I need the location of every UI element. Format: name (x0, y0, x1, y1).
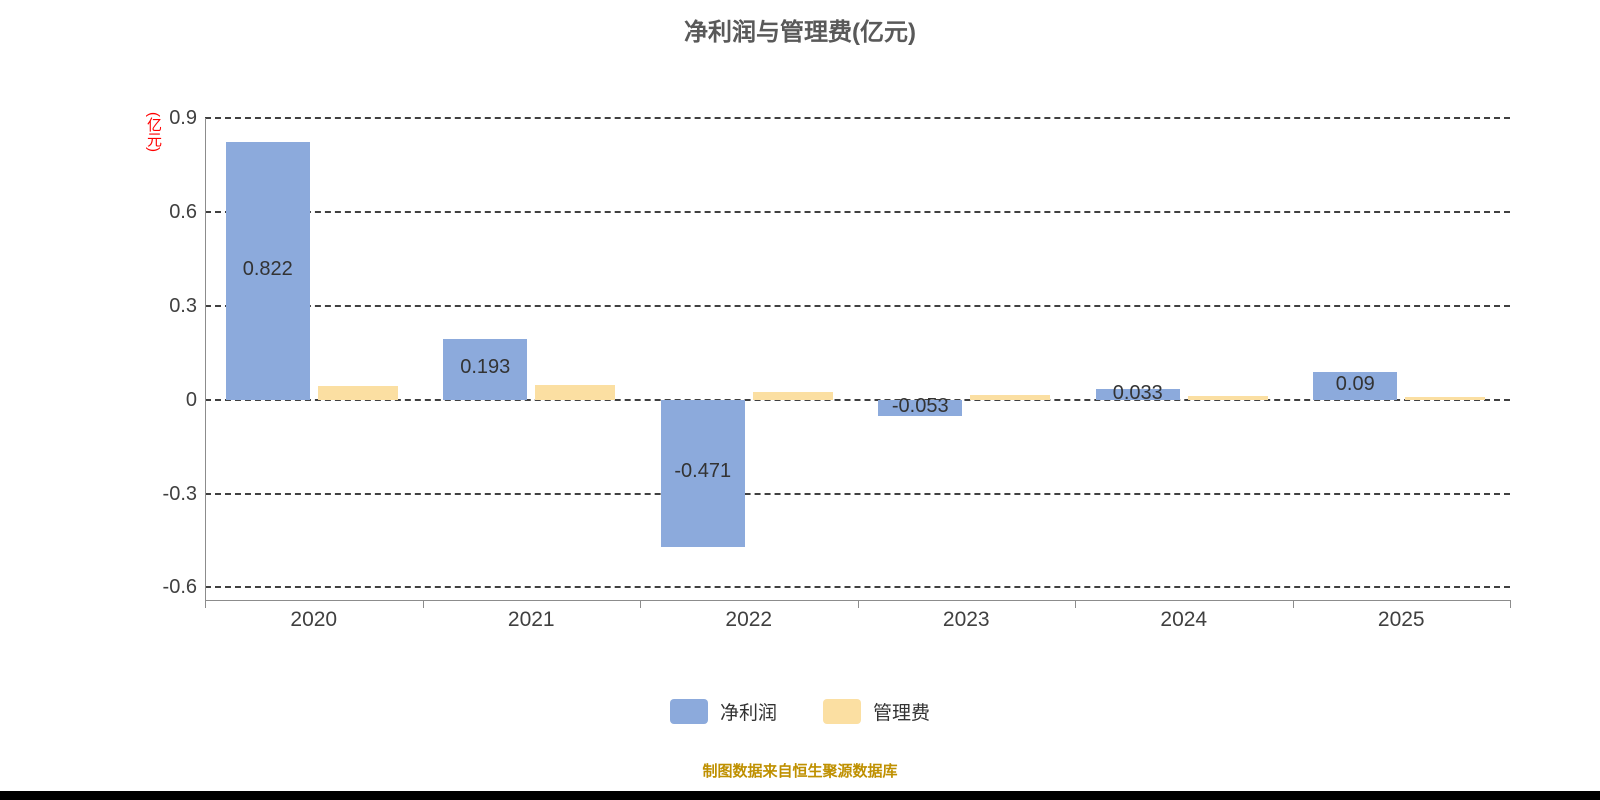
gridline (205, 304, 1510, 307)
x-axis-label: 2024 (1160, 608, 1208, 631)
x-axis-label: 2021 (507, 608, 555, 631)
x-axis-label: 2023 (942, 608, 990, 631)
y-axis-unit-label: (亿元) (145, 112, 162, 152)
legend-swatch-net-profit (669, 699, 708, 724)
y-tick-label: -0.3 (162, 482, 197, 505)
y-tick-label: 0 (185, 388, 197, 411)
x-axis-label: 2020 (290, 608, 338, 631)
x-axis-tick (422, 600, 424, 608)
gridline (205, 398, 1510, 401)
source-note: 制图数据来自恒生聚源数据库 (702, 763, 898, 780)
legend-label: 净利润 (719, 703, 777, 724)
bar-net-profit (878, 399, 963, 417)
bar-management-fee (317, 385, 398, 400)
bar-management-fee (535, 384, 616, 400)
bar-net-profit (1313, 371, 1398, 400)
bar-net-profit (660, 399, 745, 548)
legend-label: 管理费 (873, 703, 931, 724)
gridline (205, 492, 1510, 495)
bar-value-label: -0.471 (674, 460, 732, 483)
x-axis-tick (1510, 600, 1511, 608)
bar-value-label: 0.09 (1335, 372, 1375, 395)
bar-management-fee (752, 391, 833, 400)
bar-value-label: 0.033 (1112, 381, 1163, 404)
bar-value-label: 0.822 (242, 258, 293, 281)
y-tick-label: 0.9 (169, 107, 197, 129)
bar-management-fee (1405, 396, 1486, 400)
bar-net-profit (1095, 389, 1180, 400)
legend-item-management-fee[interactable]: 管理费 (823, 698, 930, 725)
x-axis-tick (640, 600, 641, 608)
y-tick-label: 0.6 (169, 200, 197, 223)
bar-management-fee (1187, 395, 1268, 400)
legend: 净利润 管理费 (0, 698, 1600, 725)
chart-title: 净利润与管理费(亿元) (684, 19, 916, 46)
x-axis-tick (1292, 600, 1294, 608)
bar-net-profit (443, 339, 528, 400)
x-axis-label: 2022 (725, 608, 773, 631)
x-axis-tick (1075, 600, 1076, 608)
bar-net-profit (225, 142, 310, 400)
bar-value-label: -0.053 (891, 394, 949, 417)
y-tick-label: -0.6 (162, 576, 197, 599)
legend-item-net-profit[interactable]: 净利润 (669, 698, 777, 725)
legend-swatch-management-fee (823, 699, 861, 724)
y-axis-line (205, 118, 206, 600)
x-axis-tick (205, 600, 206, 608)
x-axis-tick (857, 600, 859, 608)
gridline (205, 586, 1510, 589)
y-tick-label: 0.3 (169, 294, 197, 317)
gridline (205, 117, 1510, 119)
bottom-bar (0, 791, 1600, 800)
bar-management-fee (970, 394, 1051, 400)
gridline (205, 210, 1510, 213)
x-axis-label: 2025 (1377, 608, 1425, 631)
bar-value-label: 0.193 (460, 356, 511, 379)
